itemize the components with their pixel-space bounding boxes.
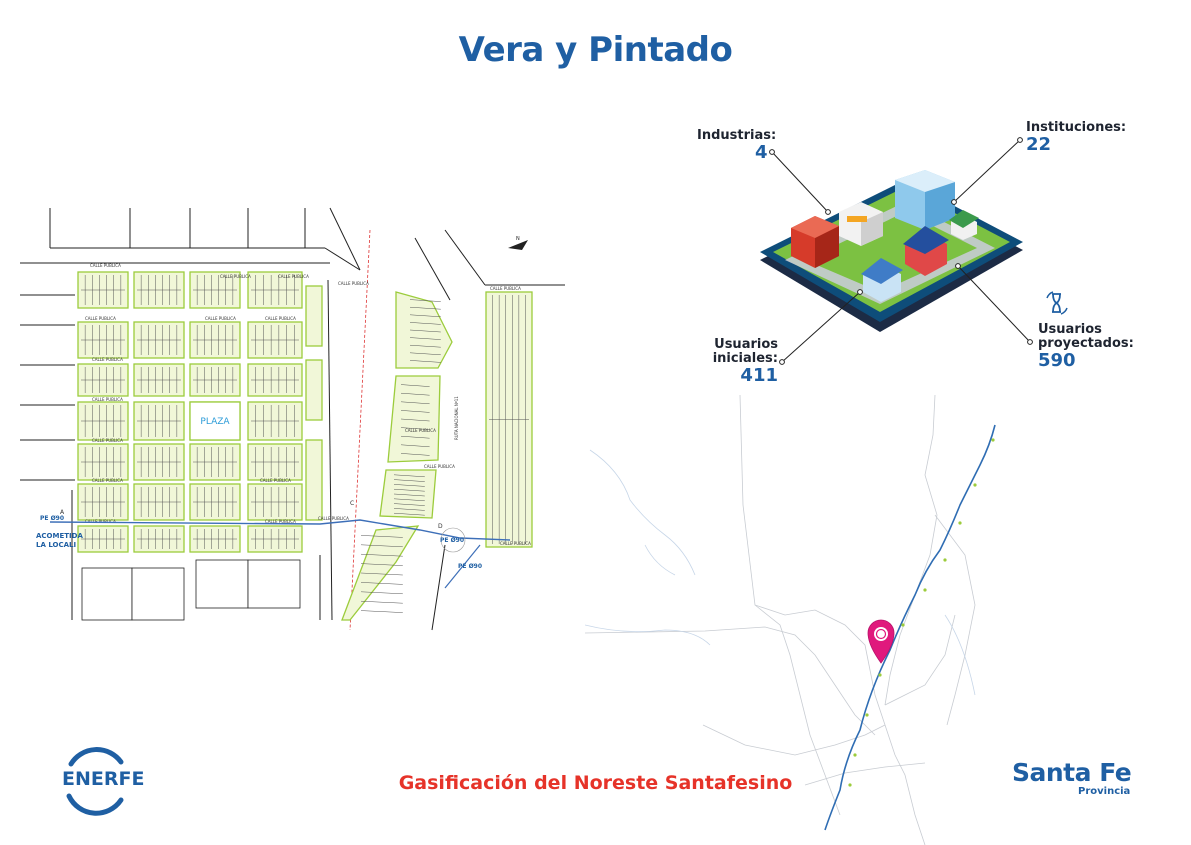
svg-text:CALLE PUBLICA: CALLE PUBLICA [318, 516, 349, 521]
stat-usuarios-iniciales-label-1: Usuarios [714, 337, 778, 352]
svg-text:CALLE PUBLICA: CALLE PUBLICA [265, 316, 296, 321]
stat-connectors [769, 137, 1033, 365]
gas-pipeline-branch [444, 544, 481, 589]
svg-text:PE Ø90: PE Ø90 [40, 515, 64, 522]
stat-usuarios-proyectados: Usuarios proyectados: 590 [1038, 323, 1134, 371]
institution-building [895, 170, 955, 230]
house-blue [861, 258, 903, 302]
stat-instituciones-value: 22 [1026, 134, 1052, 155]
town-plan-map: PLAZA CALLE PUBLICA CALLE PUBLICA CALLE … [20, 207, 565, 631]
svg-text:CALLE PUBLICA: CALLE PUBLICA [265, 519, 296, 524]
region-map [585, 395, 996, 845]
svg-text:A: A [60, 509, 65, 516]
town-markers [848, 438, 995, 787]
svg-text:CALLE PUBLICA: CALLE PUBLICA [92, 397, 123, 402]
plaza-block [189, 401, 241, 441]
santa-fe-logo-sub: Provincia [1078, 786, 1131, 797]
svg-text:CALLE PUBLICA: CALLE PUBLICA [85, 519, 116, 524]
svg-text:CALLE PUBLICA: CALLE PUBLICA [405, 428, 436, 433]
footer-title: Gasificación del Noreste Santafesino [398, 772, 793, 794]
lot-lines [81, 275, 529, 613]
svg-text:CALLE PUBLICA: CALLE PUBLICA [90, 263, 121, 268]
house-red [903, 226, 949, 276]
gas-trunk-line [824, 424, 996, 831]
stat-usuarios-iniciales-label-2: iniciales: [712, 351, 778, 366]
stat-industrias: Industrias: 4 [697, 128, 777, 163]
rivers [585, 449, 976, 696]
svg-text:CALLE PUBLICA: CALLE PUBLICA [424, 464, 455, 469]
bottom-lots [81, 559, 301, 621]
pipe-node [440, 527, 466, 553]
isometric-city-illustration [760, 170, 1023, 332]
svg-text:CALLE PUBLICA: CALLE PUBLICA [220, 274, 251, 279]
acometida-label-1: ACOMETIDA [36, 532, 83, 540]
svg-text:CALLE PUBLICA: CALLE PUBLICA [85, 316, 116, 321]
svg-text:CALLE PUBLICA: CALLE PUBLICA [278, 274, 309, 279]
svg-text:CALLE PUBLICA: CALLE PUBLICA [92, 438, 123, 443]
svg-text:CALLE PUBLICA: CALLE PUBLICA [92, 357, 123, 362]
shop-building [839, 202, 883, 246]
svg-text:PE Ø90: PE Ø90 [458, 563, 482, 570]
stat-usuarios-proyectados-value: 590 [1038, 350, 1076, 371]
house-small [949, 210, 979, 240]
plan-roads [20, 207, 565, 631]
svg-text:CALLE PUBLICA: CALLE PUBLICA [338, 281, 369, 286]
svg-text:CALLE PUBLICA: CALLE PUBLICA [260, 478, 291, 483]
stat-instituciones-label: Instituciones: [1026, 120, 1127, 135]
santa-fe-logo-name: Santa Fe [1012, 758, 1132, 787]
svg-text:D: D [438, 523, 443, 530]
factory-building [791, 216, 839, 268]
acometida-label-2: LA LOCALI [36, 541, 76, 549]
north-arrow-icon: N [508, 236, 528, 250]
stat-usuarios-iniciales: Usuarios iniciales: 411 [712, 338, 778, 386]
department-borders [585, 395, 976, 845]
svg-text:CALLE PUBLICA: CALLE PUBLICA [500, 541, 531, 546]
map-pin-icon [867, 619, 895, 664]
stat-industrias-value: 4 [755, 142, 768, 163]
ruta-label: RUTA NACIONAL Nº11 [454, 396, 459, 440]
svg-text:N: N [516, 236, 520, 242]
svg-text:C: C [350, 500, 354, 507]
svg-text:PE Ø90: PE Ø90 [440, 537, 464, 544]
rail-line [349, 229, 371, 631]
stat-instituciones: Instituciones: 22 [1026, 121, 1126, 155]
stat-industrias-label: Industrias: [697, 128, 777, 143]
gas-pipeline [49, 519, 511, 541]
svg-text:CALLE PUBLICA: CALLE PUBLICA [92, 478, 123, 483]
stat-usuarios-iniciales-value: 411 [740, 365, 778, 386]
hourglass-icon [1046, 291, 1068, 315]
enerfe-logo-icon [66, 747, 124, 816]
stat-usuarios-proyectados-label-1: Usuarios [1038, 322, 1102, 337]
stat-usuarios-proyectados-label-2: proyectados: [1038, 336, 1134, 351]
street-labels: CALLE PUBLICA CALLE PUBLICA CALLE PUBLIC… [85, 263, 531, 546]
svg-text:CALLE PUBLICA: CALLE PUBLICA [205, 316, 236, 321]
plaza-label: PLAZA [200, 417, 230, 427]
svg-text:CALLE PUBLICA: CALLE PUBLICA [490, 286, 521, 291]
enerfe-logo-text: ENERFE [62, 768, 145, 790]
page-title: Vera y Pintado [458, 30, 733, 70]
